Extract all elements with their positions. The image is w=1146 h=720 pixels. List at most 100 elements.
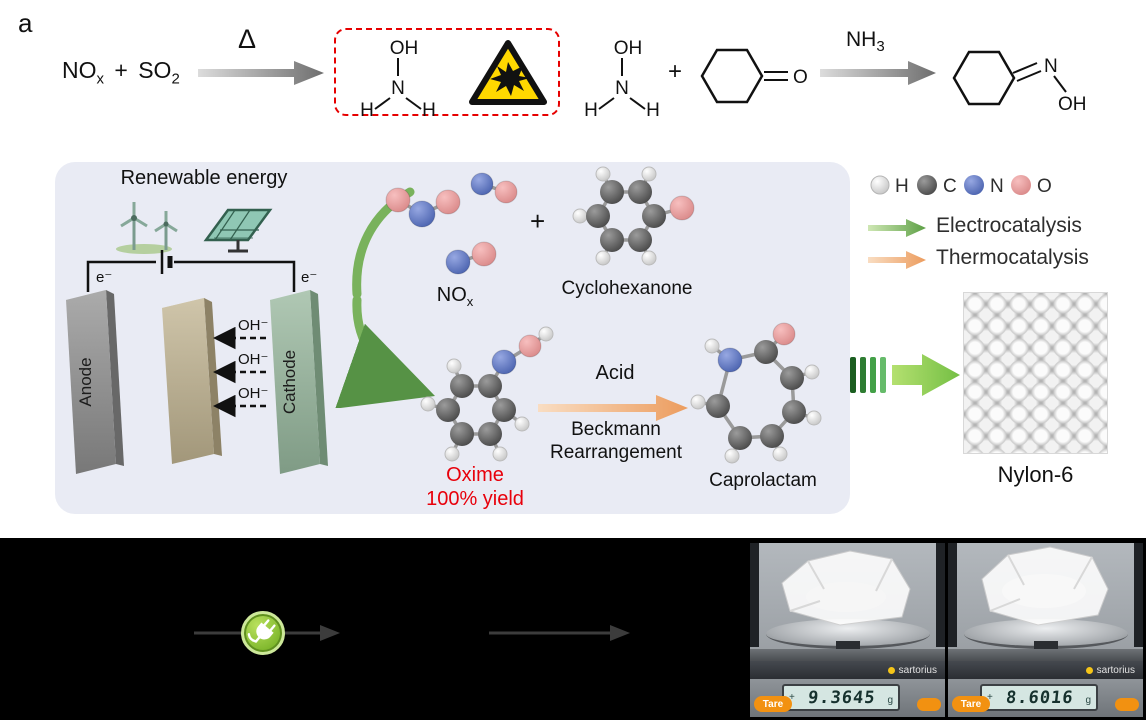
thermocatalysis-arrow-key (868, 251, 926, 269)
beckmann-line1: Beckmann (571, 419, 661, 440)
cyclohexanone-label: Cyclohexanone (561, 278, 693, 299)
oh-label: OH (1058, 94, 1087, 115)
legend-c: C (943, 176, 957, 197)
solar-panel-icon (203, 208, 273, 253)
electrochemical-cell: e⁻ e⁻ Anode Cathode OH⁻ OH⁻ (66, 250, 328, 474)
display-sign: + (789, 692, 795, 703)
brand-strip: sartorius (750, 661, 945, 679)
oxime-yield-label: 100% yield (426, 488, 524, 510)
legend-h: H (895, 176, 909, 197)
nylon-fabric-image (963, 292, 1108, 454)
pan-pedestal (1034, 641, 1058, 651)
pan-pedestal (836, 641, 860, 651)
balance-photo-1: sartorius + 9.3645 g Tare (750, 543, 945, 717)
plus-sign: + (530, 206, 546, 236)
balance-display: + 9.3645 g (782, 684, 900, 711)
oxime-label: Oxime (446, 464, 504, 486)
nh3-label: NH3 (846, 28, 885, 55)
tare-button[interactable]: Tare (754, 696, 792, 712)
acid-label: Acid (595, 362, 635, 384)
caprolactam-3d (690, 322, 822, 464)
membrane (162, 298, 222, 464)
balance-frame (1134, 543, 1143, 647)
hydroxylamine-structure-2: OH N H H (584, 38, 660, 118)
o-label: O (793, 67, 808, 88)
plug-icon (247, 619, 276, 643)
nh3-base: NH (846, 28, 877, 51)
explosion-warning-icon (469, 40, 547, 105)
display-reading: 9.3645 (806, 687, 877, 708)
legend-o: O (1037, 176, 1052, 197)
display-reading: 8.6016 (1004, 687, 1075, 708)
cyclohexanone-structure: O (700, 48, 808, 104)
reaction-arrow-1 (198, 61, 324, 85)
balance-frame (750, 543, 759, 647)
balance-key[interactable] (1115, 698, 1139, 711)
so2-subscript: 2 (171, 70, 180, 88)
h-label: H (422, 100, 436, 118)
nylon-label: Nylon-6 (997, 462, 1074, 487)
hydroxylamine-structure-1: OH N H H (360, 38, 436, 118)
weighing-bag (981, 546, 1109, 626)
nox-subscript: x (96, 70, 105, 88)
oh-label: OH (390, 38, 419, 59)
wind-turbine-icon (116, 202, 178, 254)
oh-label: OH (614, 38, 643, 59)
h-label: H (584, 100, 598, 118)
process-arrow-to-nylon (850, 354, 960, 396)
reactants-formula: NOx + SO2 (62, 57, 180, 88)
balance-photo-2: sartorius + 8.6016 g Tare (948, 543, 1143, 717)
electrocatalysis-arrow-key (868, 219, 926, 237)
n-label: N (1044, 56, 1058, 77)
oxime-3d (420, 326, 554, 462)
electron-label-right: e⁻ (301, 269, 317, 286)
green-energy-badge (241, 611, 285, 655)
balance-frame (948, 543, 957, 647)
brand-dot-icon (1085, 666, 1093, 674)
thermocatalysis-arrow (538, 395, 688, 421)
anode-label: Anode (76, 357, 95, 406)
nox-base: NO (436, 284, 467, 306)
display-sign: + (987, 692, 993, 703)
renewable-energy-label: Renewable energy (120, 167, 288, 189)
balance-key[interactable] (917, 698, 941, 711)
anode-electrode: Anode (66, 290, 124, 474)
plus-sign: + (668, 58, 683, 85)
n-label: N (615, 78, 629, 99)
atom-color-legend: H C N O (870, 175, 1052, 197)
hydroxide-label: OH⁻ (238, 317, 268, 334)
balance-frame (936, 543, 945, 647)
delta-heat-symbol: Δ (238, 24, 257, 54)
balance-display: + 8.6016 g (980, 684, 1098, 711)
thermocatalysis-label: Thermocatalysis (936, 246, 1089, 269)
hydroxide-label: OH⁻ (238, 351, 268, 368)
electron-label-left: e⁻ (96, 269, 112, 286)
n-label: N (391, 78, 405, 99)
so2-formula: SO (138, 57, 172, 83)
nox-molecules-3d (385, 172, 518, 275)
balance-front-panel: + 8.6016 g Tare (948, 679, 1143, 717)
beckmann-line2: Rearrangement (549, 442, 683, 463)
display-unit: g (1085, 695, 1091, 706)
legend-n: N (990, 176, 1004, 197)
hydroxide-label: OH⁻ (238, 385, 268, 402)
caprolactam-label: Caprolactam (709, 470, 817, 491)
h-label: H (360, 100, 374, 118)
reaction-arrow-2 (820, 61, 936, 85)
tare-button[interactable]: Tare (952, 696, 990, 712)
brand-strip: sartorius (948, 661, 1143, 679)
display-unit: g (887, 695, 893, 706)
plus-sign: + (114, 57, 128, 83)
electrocatalysis-label: Electrocatalysis (936, 214, 1082, 237)
cathode-label: Cathode (280, 350, 299, 414)
nox-formula: NO (62, 57, 97, 83)
weighing-bag (781, 550, 911, 626)
balance-deck (948, 649, 1143, 661)
balance-deck (750, 649, 945, 661)
cathode-electrode: Cathode (270, 290, 328, 474)
balance-front-panel: + 9.3645 g Tare (750, 679, 945, 717)
cyclohexanone-3d (572, 166, 695, 266)
beckmann-label: Beckmann Rearrangement (536, 418, 696, 464)
nh3-subscript: 3 (876, 38, 885, 56)
